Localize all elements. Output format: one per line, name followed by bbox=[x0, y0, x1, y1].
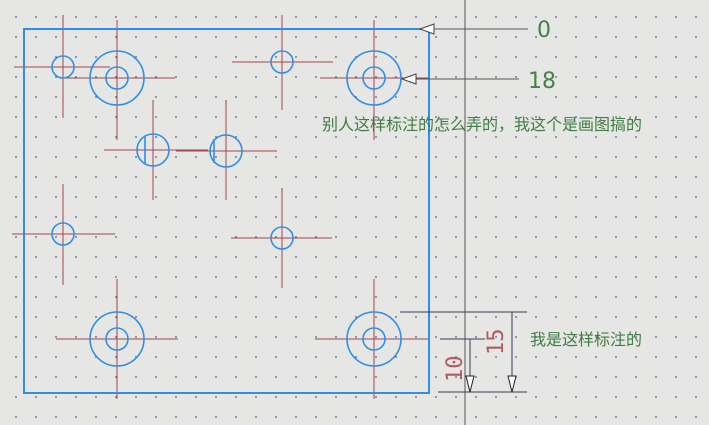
ordinate-label-top: 0 bbox=[537, 18, 551, 43]
ordinate-label-hole: 18 bbox=[528, 69, 556, 94]
hole-d-shaped[interactable] bbox=[209, 134, 243, 168]
hole-small[interactable] bbox=[51, 55, 75, 79]
dimension-label-outer: 15 bbox=[484, 329, 509, 356]
holes bbox=[51, 50, 402, 367]
hole-counterbore[interactable] bbox=[89, 311, 145, 367]
ordinate-leader-top[interactable] bbox=[418, 23, 528, 35]
centerlines bbox=[12, 15, 430, 399]
dimension-arrow bbox=[507, 375, 517, 393]
my-method-note: 我是这样标注的 bbox=[530, 330, 642, 349]
question-note: 别人这样标注的怎么弄的，我这个是画图搞的 bbox=[322, 115, 642, 134]
hole-counterbore[interactable] bbox=[346, 50, 402, 106]
hole-counterbore[interactable] bbox=[89, 50, 145, 106]
hole-d-shaped[interactable] bbox=[136, 133, 170, 167]
dimension-arrow bbox=[465, 375, 475, 393]
ordinate-leader-hole[interactable] bbox=[400, 73, 519, 85]
hole-small[interactable] bbox=[270, 50, 294, 74]
dimension-label-inner: 10 bbox=[443, 356, 468, 383]
hole-small[interactable] bbox=[270, 226, 294, 250]
plate-outline[interactable] bbox=[23, 28, 430, 394]
hole-small[interactable] bbox=[51, 222, 75, 246]
hole-counterbore[interactable] bbox=[346, 311, 402, 367]
